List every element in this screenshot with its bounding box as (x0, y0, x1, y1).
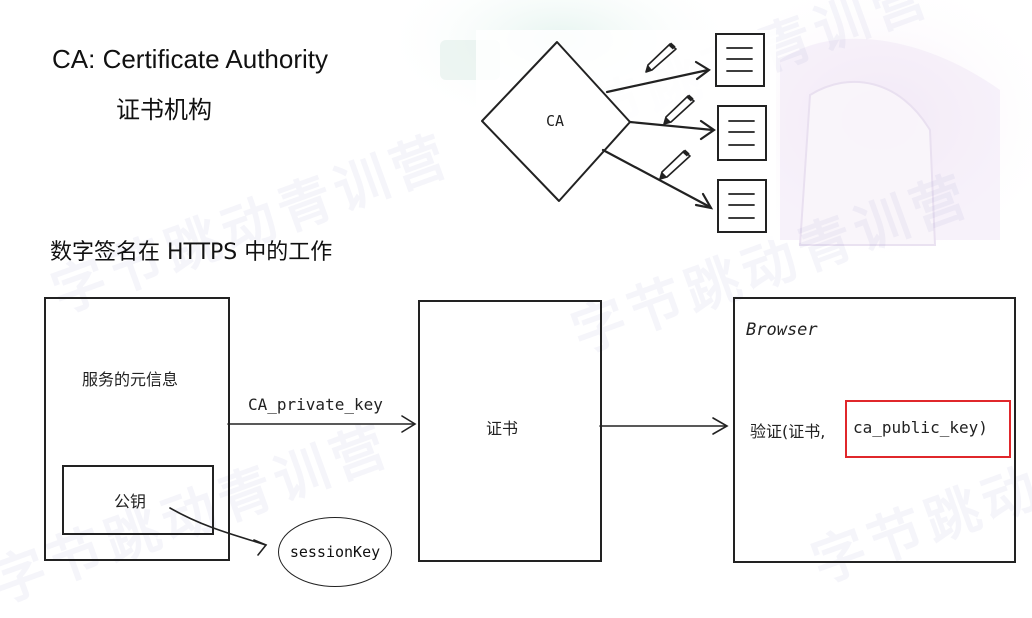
browser-title: Browser (746, 320, 818, 340)
arrow-to-cert-2 (628, 120, 715, 132)
arrow-to-cert-1 (605, 68, 710, 94)
public-key-label: 公钥 (114, 492, 147, 511)
public-key-box (62, 465, 214, 535)
flow-arrows (169, 415, 729, 556)
certificate-doc-2 (717, 105, 767, 161)
browser-box (733, 297, 1016, 563)
ca-public-key-label: ca_public_key) (853, 418, 988, 437)
certificate-box (418, 300, 602, 562)
ca-signing-diagram (481, 33, 767, 233)
section-heading: 数字签名在 HTTPS 中的工作 (50, 240, 333, 265)
certificate-doc-3 (717, 179, 767, 233)
arrow-to-cert-3 (601, 148, 712, 209)
server-info-box (44, 297, 230, 561)
title-english: CA: Certificate Authority (52, 44, 328, 74)
private-key-arrow-label: CA_private_key (248, 395, 383, 414)
session-key-ellipse: sessionKey (278, 517, 392, 587)
server-info-label: 服务的元信息 (82, 370, 179, 389)
title-chinese: 证书机构 (116, 96, 212, 124)
ca-diamond (481, 41, 631, 202)
verify-text: 验证(证书, (750, 422, 826, 441)
certificate-label: 证书 (486, 419, 519, 438)
arrow-to-session-key (169, 507, 267, 546)
ca-diamond-label: CA (546, 112, 565, 130)
public-key-highlight (845, 400, 1011, 458)
certificate-doc-1 (715, 33, 765, 87)
pen-icon (645, 43, 695, 180)
session-key-label: sessionKey (289, 543, 381, 561)
